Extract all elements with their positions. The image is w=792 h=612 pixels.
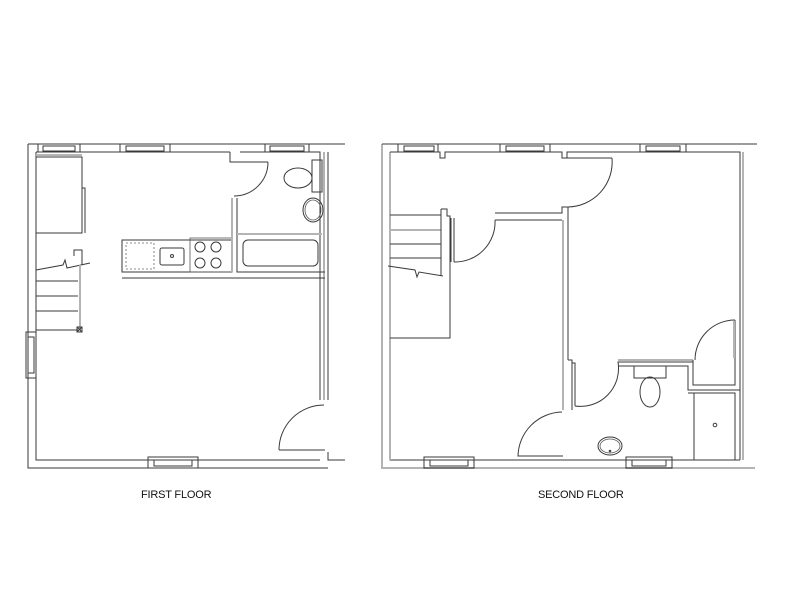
stair: [387, 208, 496, 339]
first-floor-plan: [25, 143, 345, 469]
second-floor-label: SECOND FLOOR: [538, 489, 624, 501]
bathroom: [517, 359, 740, 457]
exterior-walls: [381, 143, 757, 469]
stair: [35, 154, 91, 333]
closets: [688, 319, 736, 460]
first-floor-label: FIRST FLOOR: [141, 489, 212, 501]
second-floor-plan: [381, 143, 757, 469]
hall-walls: [495, 157, 613, 410]
windows: [397, 143, 687, 469]
entry-door: [278, 404, 325, 451]
bathroom: [229, 152, 325, 273]
windows: [25, 143, 310, 469]
exterior-walls: [27, 143, 345, 469]
